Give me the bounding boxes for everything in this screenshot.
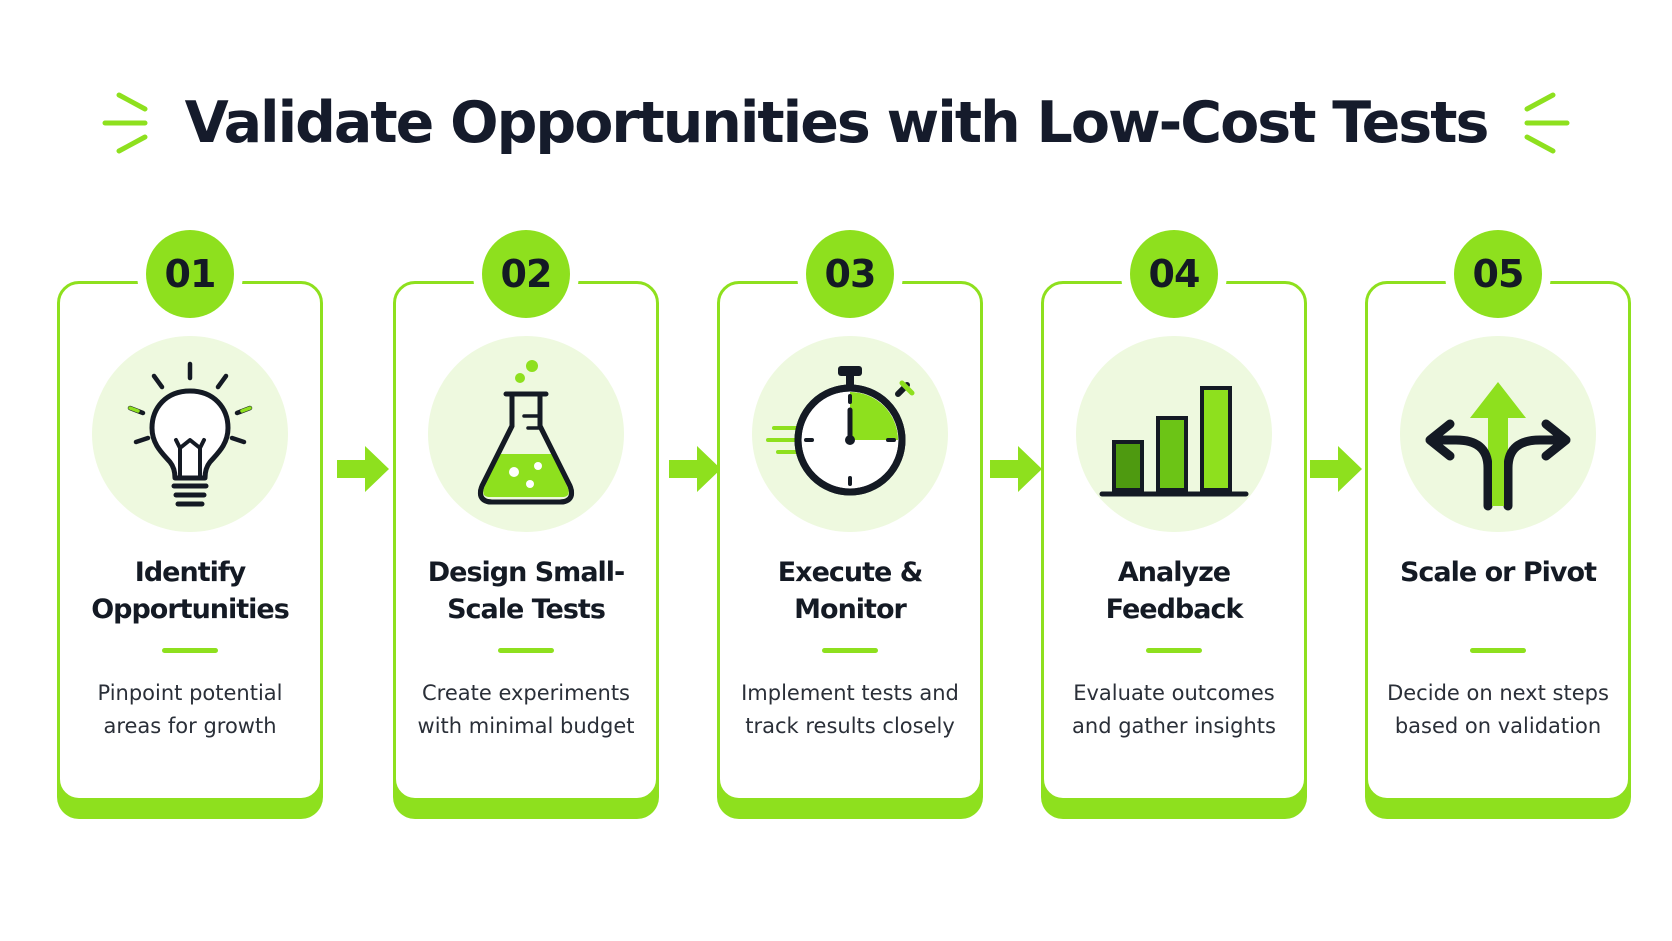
split-arrows-icon [1425,382,1571,511]
step-number-badge: 02 [482,230,570,318]
step-description: Decide on next steps based on validation [1387,681,1609,738]
step-card-1: 01 Identify Opport [57,230,323,801]
flow-arrow-icon [337,446,389,492]
step-title: Execute & Monitor [777,557,924,625]
step-card-3: 03 Execute & Monitor Im [717,230,983,801]
flask-icon [477,360,575,505]
divider [1470,648,1526,653]
step-number-badge: 05 [1454,230,1542,318]
step-card-4: 04 Analyze Feedback Evaluate outcomes an… [1041,230,1307,801]
icon-circle [752,336,948,532]
title-row: Validate Opportunities with Low-Cost Tes… [0,78,1672,168]
icon-circle [428,336,624,532]
step-number-badge: 04 [1130,230,1218,318]
step-card-2: 02 Design Small-Scale Tests Create exper… [393,230,659,801]
step-description: Create experiments with minimal budget [417,681,635,738]
left-burst-icon [102,92,148,154]
lightbulb-icon [127,361,253,507]
icon-circle [92,336,288,532]
step-description: Evaluate outcomes and gather insights [1072,681,1276,738]
step-description: Pinpoint potential areas for growth [97,681,283,738]
flow-arrow-icon [1310,446,1362,492]
icon-circle [1076,336,1272,532]
flow-arrow-icon [669,446,721,492]
bar-chart-icon [1099,386,1249,497]
step-title: Scale or Pivot [1399,557,1597,588]
divider [822,648,878,653]
step-number-badge: 03 [806,230,894,318]
divider [162,648,218,653]
step-card-5: 05 Scale or Pivot Decide on next steps b… [1365,230,1631,801]
page-title: Validate Opportunities with Low-Cost Tes… [184,90,1490,156]
right-burst-icon [1524,92,1570,154]
step-description: Implement tests and track results closel… [741,681,959,738]
flow-arrow-icon [990,446,1042,492]
step-number-badge: 01 [146,230,234,318]
step-title: Identify Opportunities [91,557,290,625]
divider [498,648,554,653]
icon-circle [1400,336,1596,532]
step-title: Analyze Feedback [1105,557,1244,625]
divider [1146,648,1202,653]
stopwatch-icon [766,366,915,496]
step-title: Design Small-Scale Tests [427,557,626,625]
